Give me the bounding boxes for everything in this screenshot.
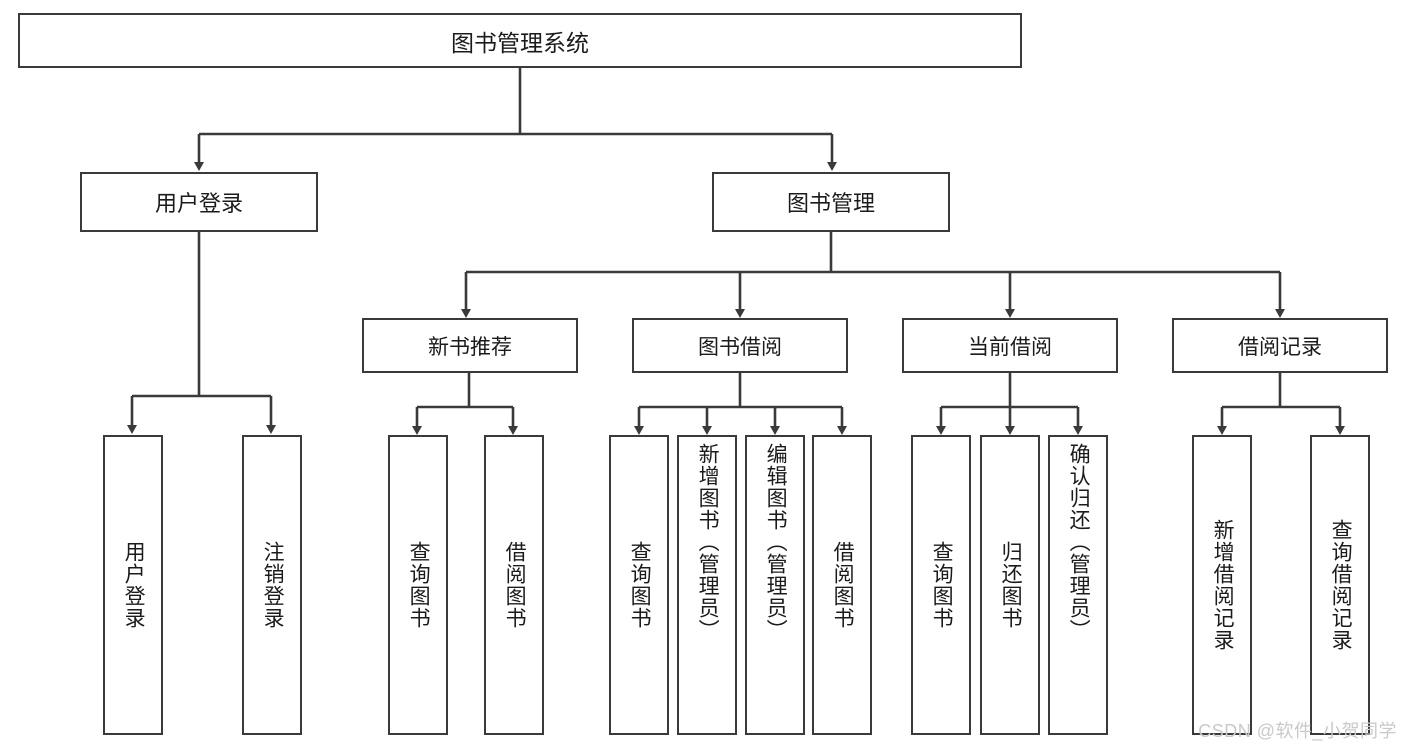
node-label: 图书管理系统 [451,29,589,56]
leaf-label: 查询图书 [407,541,431,629]
leaf-label: 注销登录 [261,541,285,629]
leaf-borrow-book-recommend[interactable]: 借阅图书 [484,435,544,735]
leaf-label: 借阅图书 [503,541,527,629]
node-label: 当前借阅 [968,335,1052,359]
leaf-return-book[interactable]: 归还图书 [980,435,1040,735]
leaf-query-book-current[interactable]: 查询图书 [911,435,971,735]
leaf-borrow-book[interactable]: 借阅图书 [812,435,872,735]
node-root-system[interactable]: 图书管理系统 [18,13,1022,68]
leaf-label: 新增图书（管理员） [696,443,720,641]
node-label: 新书推荐 [428,335,512,359]
leaf-add-book-admin[interactable]: 新增图书（管理员） [677,435,737,735]
node-label: 图书管理 [786,191,875,216]
node-label: 图书借阅 [698,335,782,359]
node-new-book-recommend[interactable]: 新书推荐 [362,318,578,373]
leaf-label: 归还图书 [999,541,1023,629]
watermark: CSDN @软件_小贺同学 [1198,721,1397,741]
leaf-label: 确认归还（管理员） [1067,443,1091,641]
leaf-label: 查询图书 [930,541,954,629]
node-current-borrow[interactable]: 当前借阅 [902,318,1118,373]
leaf-user-login[interactable]: 用户登录 [103,435,163,735]
leaf-query-borrow-record[interactable]: 查询借阅记录 [1310,435,1370,735]
leaf-query-book-recommend[interactable]: 查询图书 [388,435,448,735]
leaf-label: 用户登录 [122,541,146,629]
leaf-confirm-return-admin[interactable]: 确认归还（管理员） [1048,435,1108,735]
node-label: 借阅记录 [1238,335,1322,359]
leaf-label: 查询借阅记录 [1329,519,1353,651]
leaf-label: 借阅图书 [831,541,855,629]
leaf-add-borrow-record[interactable]: 新增借阅记录 [1192,435,1252,735]
leaf-label: 查询图书 [628,541,652,629]
leaf-query-book-borrow[interactable]: 查询图书 [609,435,669,735]
leaf-edit-book-admin[interactable]: 编辑图书（管理员） [745,435,805,735]
leaf-label: 新增借阅记录 [1211,519,1235,651]
node-book-borrow[interactable]: 图书借阅 [632,318,848,373]
node-book-management[interactable]: 图书管理 [712,172,950,232]
node-user-login[interactable]: 用户登录 [80,172,318,232]
leaf-label: 编辑图书（管理员） [764,443,788,641]
node-label: 用户登录 [154,191,243,216]
node-borrow-record[interactable]: 借阅记录 [1172,318,1388,373]
leaf-user-logout[interactable]: 注销登录 [242,435,302,735]
